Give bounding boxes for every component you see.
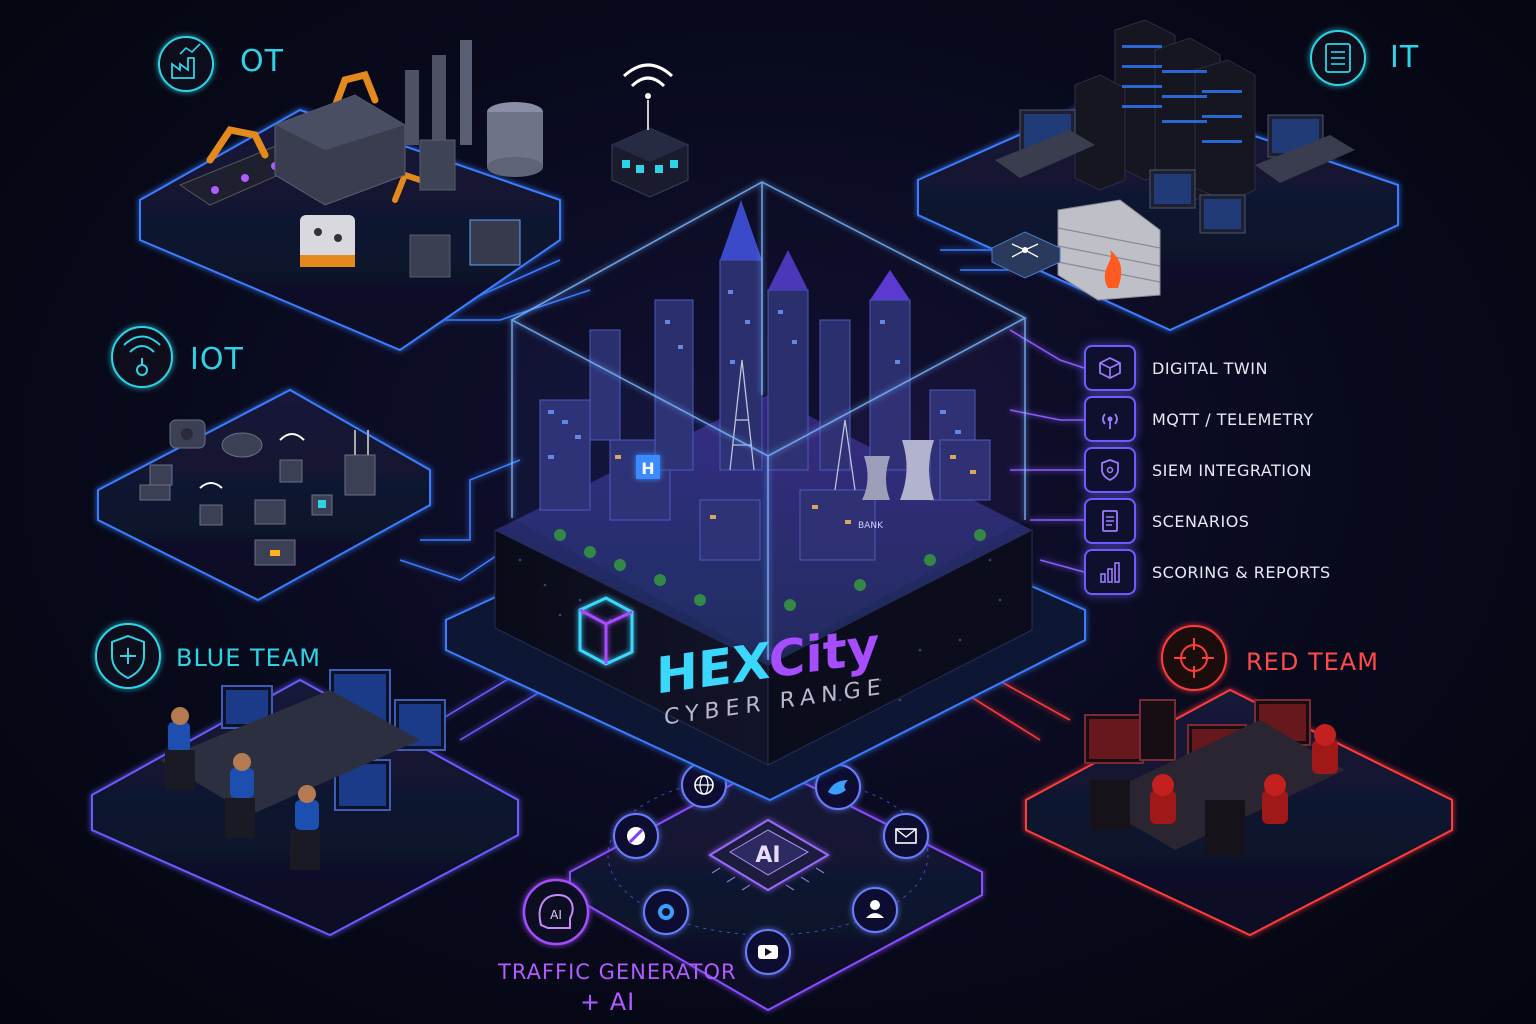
feature-icon-box <box>1084 498 1136 544</box>
feature-digital-twin: DIGITAL TWIN <box>1084 345 1268 391</box>
iot-label: IOT <box>190 342 244 377</box>
user-icon <box>870 900 880 910</box>
feature-scoring-reports: SCORING & REPORTS <box>1084 549 1331 595</box>
ai-chip-label: AI <box>755 843 780 868</box>
shield-icon <box>1101 459 1119 482</box>
cube-icon <box>1099 356 1121 380</box>
wireless-gateway <box>611 63 689 198</box>
feature-mqtt-telemetry: MQTT / TELEMETRY <box>1084 396 1314 442</box>
feature-icon-box <box>1084 447 1136 493</box>
hexcity-logo-cube-icon <box>578 596 634 666</box>
central-hub: H BANK <box>445 181 1086 802</box>
feature-icon-box <box>1084 549 1136 595</box>
shield-plus-icon <box>111 634 145 680</box>
traffic-node-user <box>852 887 898 933</box>
wireless-sensor-icon <box>123 335 161 376</box>
mail-icon <box>895 828 917 844</box>
iot-platform <box>97 388 431 602</box>
red-team-icon-badge <box>1161 625 1227 691</box>
ot-platform <box>139 40 561 352</box>
blue-team-platform <box>91 669 519 937</box>
blue-team-icon-badge <box>95 623 161 689</box>
bird-icon <box>828 780 848 795</box>
bar-chart-icon <box>1100 562 1120 583</box>
feature-icon-box <box>1084 396 1136 442</box>
crosshair-icon <box>1174 638 1214 678</box>
feature-siem-integration: SIEM INTEGRATION <box>1084 447 1313 493</box>
city-buildings: H BANK <box>539 200 991 611</box>
traffic-label-line1: TRAFFIC GENERATOR <box>498 960 737 984</box>
it-platform <box>917 19 1399 332</box>
bank-sign: BANK <box>858 521 884 531</box>
factory-icon <box>171 57 195 79</box>
feature-icon-box <box>1084 345 1136 391</box>
traffic-node-mail <box>883 813 929 859</box>
ot-label: OT <box>240 44 284 79</box>
iot-icon-badge <box>111 326 173 388</box>
traffic-node-play <box>745 929 791 975</box>
it-icon-badge <box>1310 30 1366 86</box>
red-team-label: RED TEAM <box>1246 648 1379 676</box>
feature-label: DIGITAL TWIN <box>1152 358 1268 378</box>
ot-icon-badge <box>158 36 214 92</box>
traffic-label-line2: + AI <box>580 988 636 1016</box>
traffic-node-tool <box>613 813 659 859</box>
document-icon <box>1102 510 1118 532</box>
blue-team-label: BLUE TEAM <box>176 644 321 672</box>
feature-label: SCENARIOS <box>1152 511 1250 531</box>
ai-head-label: AI <box>550 908 562 922</box>
feature-scenarios: SCENARIOS <box>1084 498 1250 544</box>
feature-label: SIEM INTEGRATION <box>1152 460 1313 480</box>
red-team-platform <box>1025 688 1453 937</box>
feature-label: SCORING & REPORTS <box>1152 562 1331 582</box>
ai-head-icon <box>522 878 590 946</box>
broadcast-icon <box>1102 413 1118 429</box>
hotel-sign: H <box>641 459 654 478</box>
server-list-icon <box>1325 43 1351 73</box>
play-icon <box>765 948 772 956</box>
traffic-node-chat <box>643 889 689 935</box>
feature-label: MQTT / TELEMETRY <box>1152 409 1314 429</box>
it-label: IT <box>1390 40 1420 75</box>
